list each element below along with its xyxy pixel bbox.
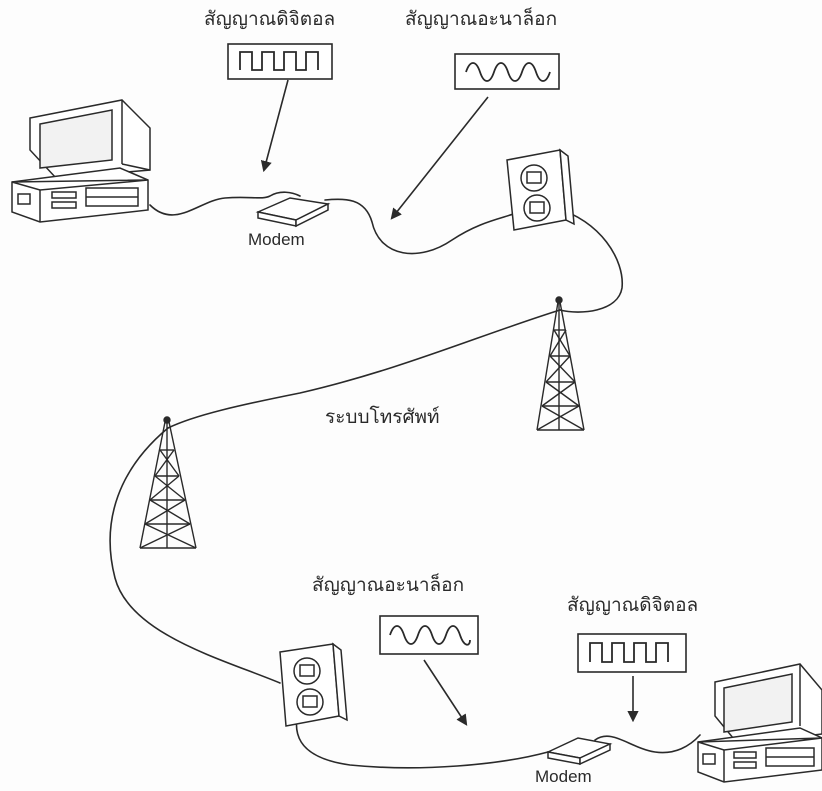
cable-tower-to-tower <box>167 309 561 429</box>
cable-jack-to-modem-bottom <box>295 692 549 769</box>
telephone-system-label: ระบบโทรศัพท์ <box>325 406 440 428</box>
sine-wave-icon <box>454 53 560 90</box>
bottom-analog-signal-label: สัญญาณอะนาล็อก <box>312 574 465 596</box>
top-modem-label: Modem <box>248 230 305 249</box>
cable-modem-to-computer-bottom <box>594 734 701 754</box>
wall-jack-icon <box>506 148 575 231</box>
top-analog-signal-label: สัญญาณอะนาล็อก <box>405 8 558 30</box>
bottom-digital-signal-label: สัญญาณดิจิตอล <box>567 594 699 616</box>
transmission-tower-icon <box>139 416 197 549</box>
wall-jack-icon <box>279 642 348 727</box>
top-digital-signal-label: สัญญาณดิจิตอล <box>204 8 336 30</box>
transmission-tower-icon <box>536 296 585 431</box>
square-wave-icon <box>227 43 333 80</box>
square-wave-icon <box>577 633 687 673</box>
arrow-analog-to-cable-top <box>390 96 489 220</box>
cable-tower-to-jack-bottom <box>109 427 281 684</box>
computer-icon <box>697 663 822 783</box>
cable-jack-to-tower-top <box>554 207 623 313</box>
sine-wave-icon <box>379 615 479 655</box>
computer-icon <box>11 99 151 223</box>
arrow-digital-to-modem-top <box>260 79 289 173</box>
bottom-modem-label: Modem <box>535 767 592 786</box>
cable-computer-to-modem-top <box>149 191 301 216</box>
modem-icon <box>255 197 331 228</box>
modem-icon <box>545 737 613 766</box>
arrow-analog-to-cable-bottom <box>423 659 468 726</box>
cable-modem-to-jack-top <box>324 198 529 255</box>
